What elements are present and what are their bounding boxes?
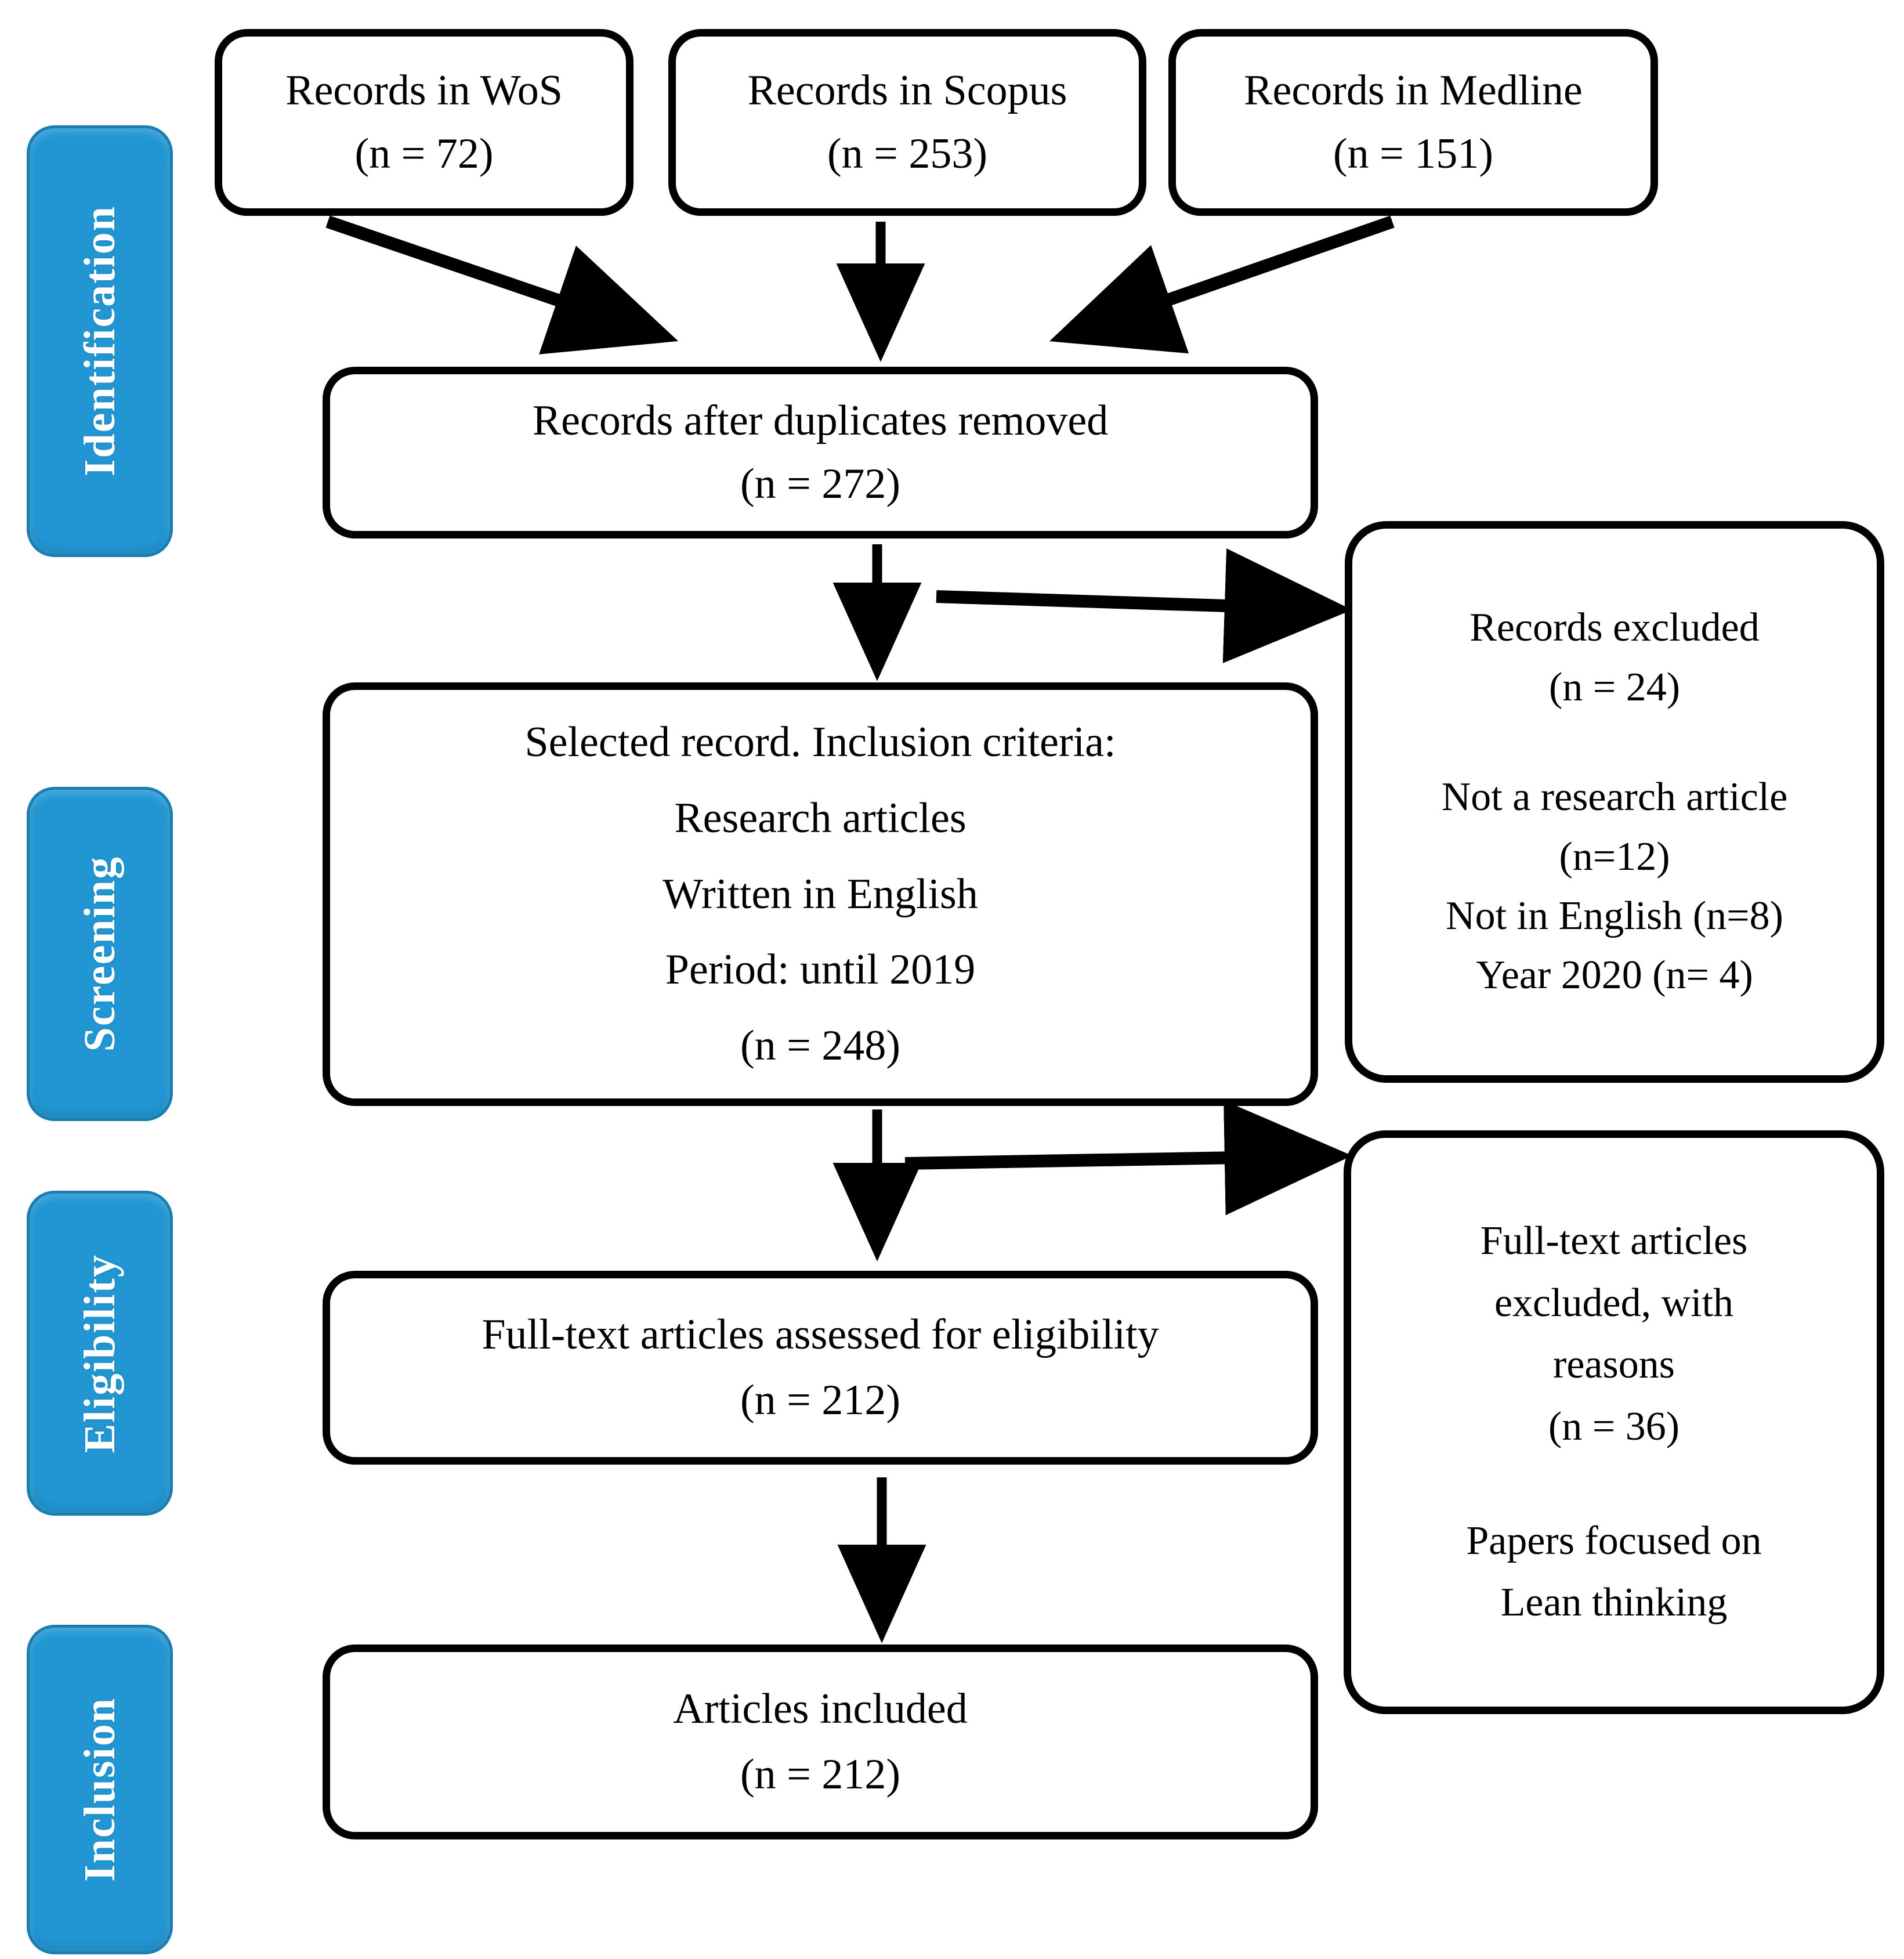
arrow-medline-to-duplicates	[1049, 215, 1395, 354]
box-fulltext-assessed-line-2: (n = 212)	[740, 1376, 901, 1424]
box-medline-line-1: Records in Medline	[1244, 67, 1583, 115]
box-selected-record-inclusion-criteria: Selected record. Inclusion criteria: Res…	[323, 682, 1318, 1106]
stage-tab-identification: Identification	[27, 125, 173, 557]
box-records-excluded-line-6: Year 2020 (n= 4)	[1476, 953, 1753, 998]
arrow-duplicates-to-records-excluded	[936, 548, 1352, 663]
box-articles-included: Articles included (n = 212)	[323, 1644, 1318, 1839]
box-records-wos: Records in WoS (n = 72)	[215, 29, 634, 216]
box-selected-line-1: Selected record. Inclusion criteria:	[524, 718, 1116, 766]
box-records-excluded-line-5: Not in English (n=8)	[1446, 893, 1783, 938]
box-selected-line-5: (n = 248)	[740, 1022, 901, 1070]
box-records-excluded-line-2: (n = 24)	[1548, 664, 1681, 710]
stage-label-screening: Screening	[75, 856, 124, 1052]
box-fulltext-articles-excluded: Full-text articles excluded, with reason…	[1344, 1130, 1884, 1714]
box-records-excluded-line-3: Not a research article	[1441, 775, 1788, 820]
box-fulltext-excluded-line-2: excluded, with	[1494, 1280, 1734, 1325]
box-selected-line-4: Period: until 2019	[665, 946, 976, 994]
stage-label-eligibility: Eligibility	[75, 1253, 124, 1453]
box-fulltext-excluded-line-3: reasons	[1553, 1342, 1675, 1387]
stage-tab-inclusion: Inclusion	[27, 1625, 173, 1954]
stage-tab-eligibility: Eligibility	[27, 1191, 173, 1516]
stage-label-inclusion: Inclusion	[75, 1697, 124, 1882]
box-fulltext-excluded-line-6: Lean thinking	[1500, 1580, 1728, 1625]
arrow-selected-to-fulltext-excluded	[904, 1100, 1352, 1216]
box-wos-line-2: (n = 72)	[354, 130, 494, 178]
box-records-medline: Records in Medline (n = 151)	[1168, 29, 1658, 216]
box-records-scopus: Records in Scopus (n = 253)	[668, 29, 1146, 216]
box-articles-included-line-1: Articles included	[673, 1685, 968, 1733]
box-fulltext-excluded-line-1: Full-text articles	[1480, 1219, 1748, 1264]
box-selected-line-3: Written in English	[663, 870, 978, 918]
box-duplicates-line-1: Records after duplicates removed	[532, 397, 1109, 445]
box-scopus-line-1: Records in Scopus	[747, 67, 1067, 115]
box-scopus-line-2: (n = 253)	[827, 130, 988, 178]
box-duplicates-line-2: (n = 272)	[740, 460, 901, 508]
box-fulltext-articles-assessed: Full-text articles assessed for eligibil…	[323, 1271, 1318, 1465]
box-selected-line-2: Research articles	[674, 794, 967, 842]
box-records-excluded-line-1: Records excluded	[1469, 605, 1760, 650]
stage-tab-screening: Screening	[27, 787, 173, 1121]
box-records-excluded: Records excluded (n = 24) Not a research…	[1345, 521, 1884, 1083]
box-fulltext-excluded-line-5: Papers focused on	[1466, 1518, 1762, 1563]
box-records-excluded-line-4: (n=12)	[1559, 834, 1670, 879]
box-wos-line-1: Records in WoS	[285, 67, 563, 115]
arrow-wos-to-duplicates	[325, 215, 679, 355]
box-fulltext-assessed-line-1: Full-text articles assessed for eligibil…	[482, 1311, 1159, 1359]
box-medline-line-2: (n = 151)	[1333, 130, 1494, 178]
box-fulltext-excluded-line-4: (n = 36)	[1548, 1404, 1680, 1449]
box-articles-included-line-2: (n = 212)	[740, 1751, 901, 1798]
stage-label-identification: Identification	[75, 205, 124, 477]
box-records-after-duplicates-removed: Records after duplicates removed (n = 27…	[323, 367, 1318, 538]
